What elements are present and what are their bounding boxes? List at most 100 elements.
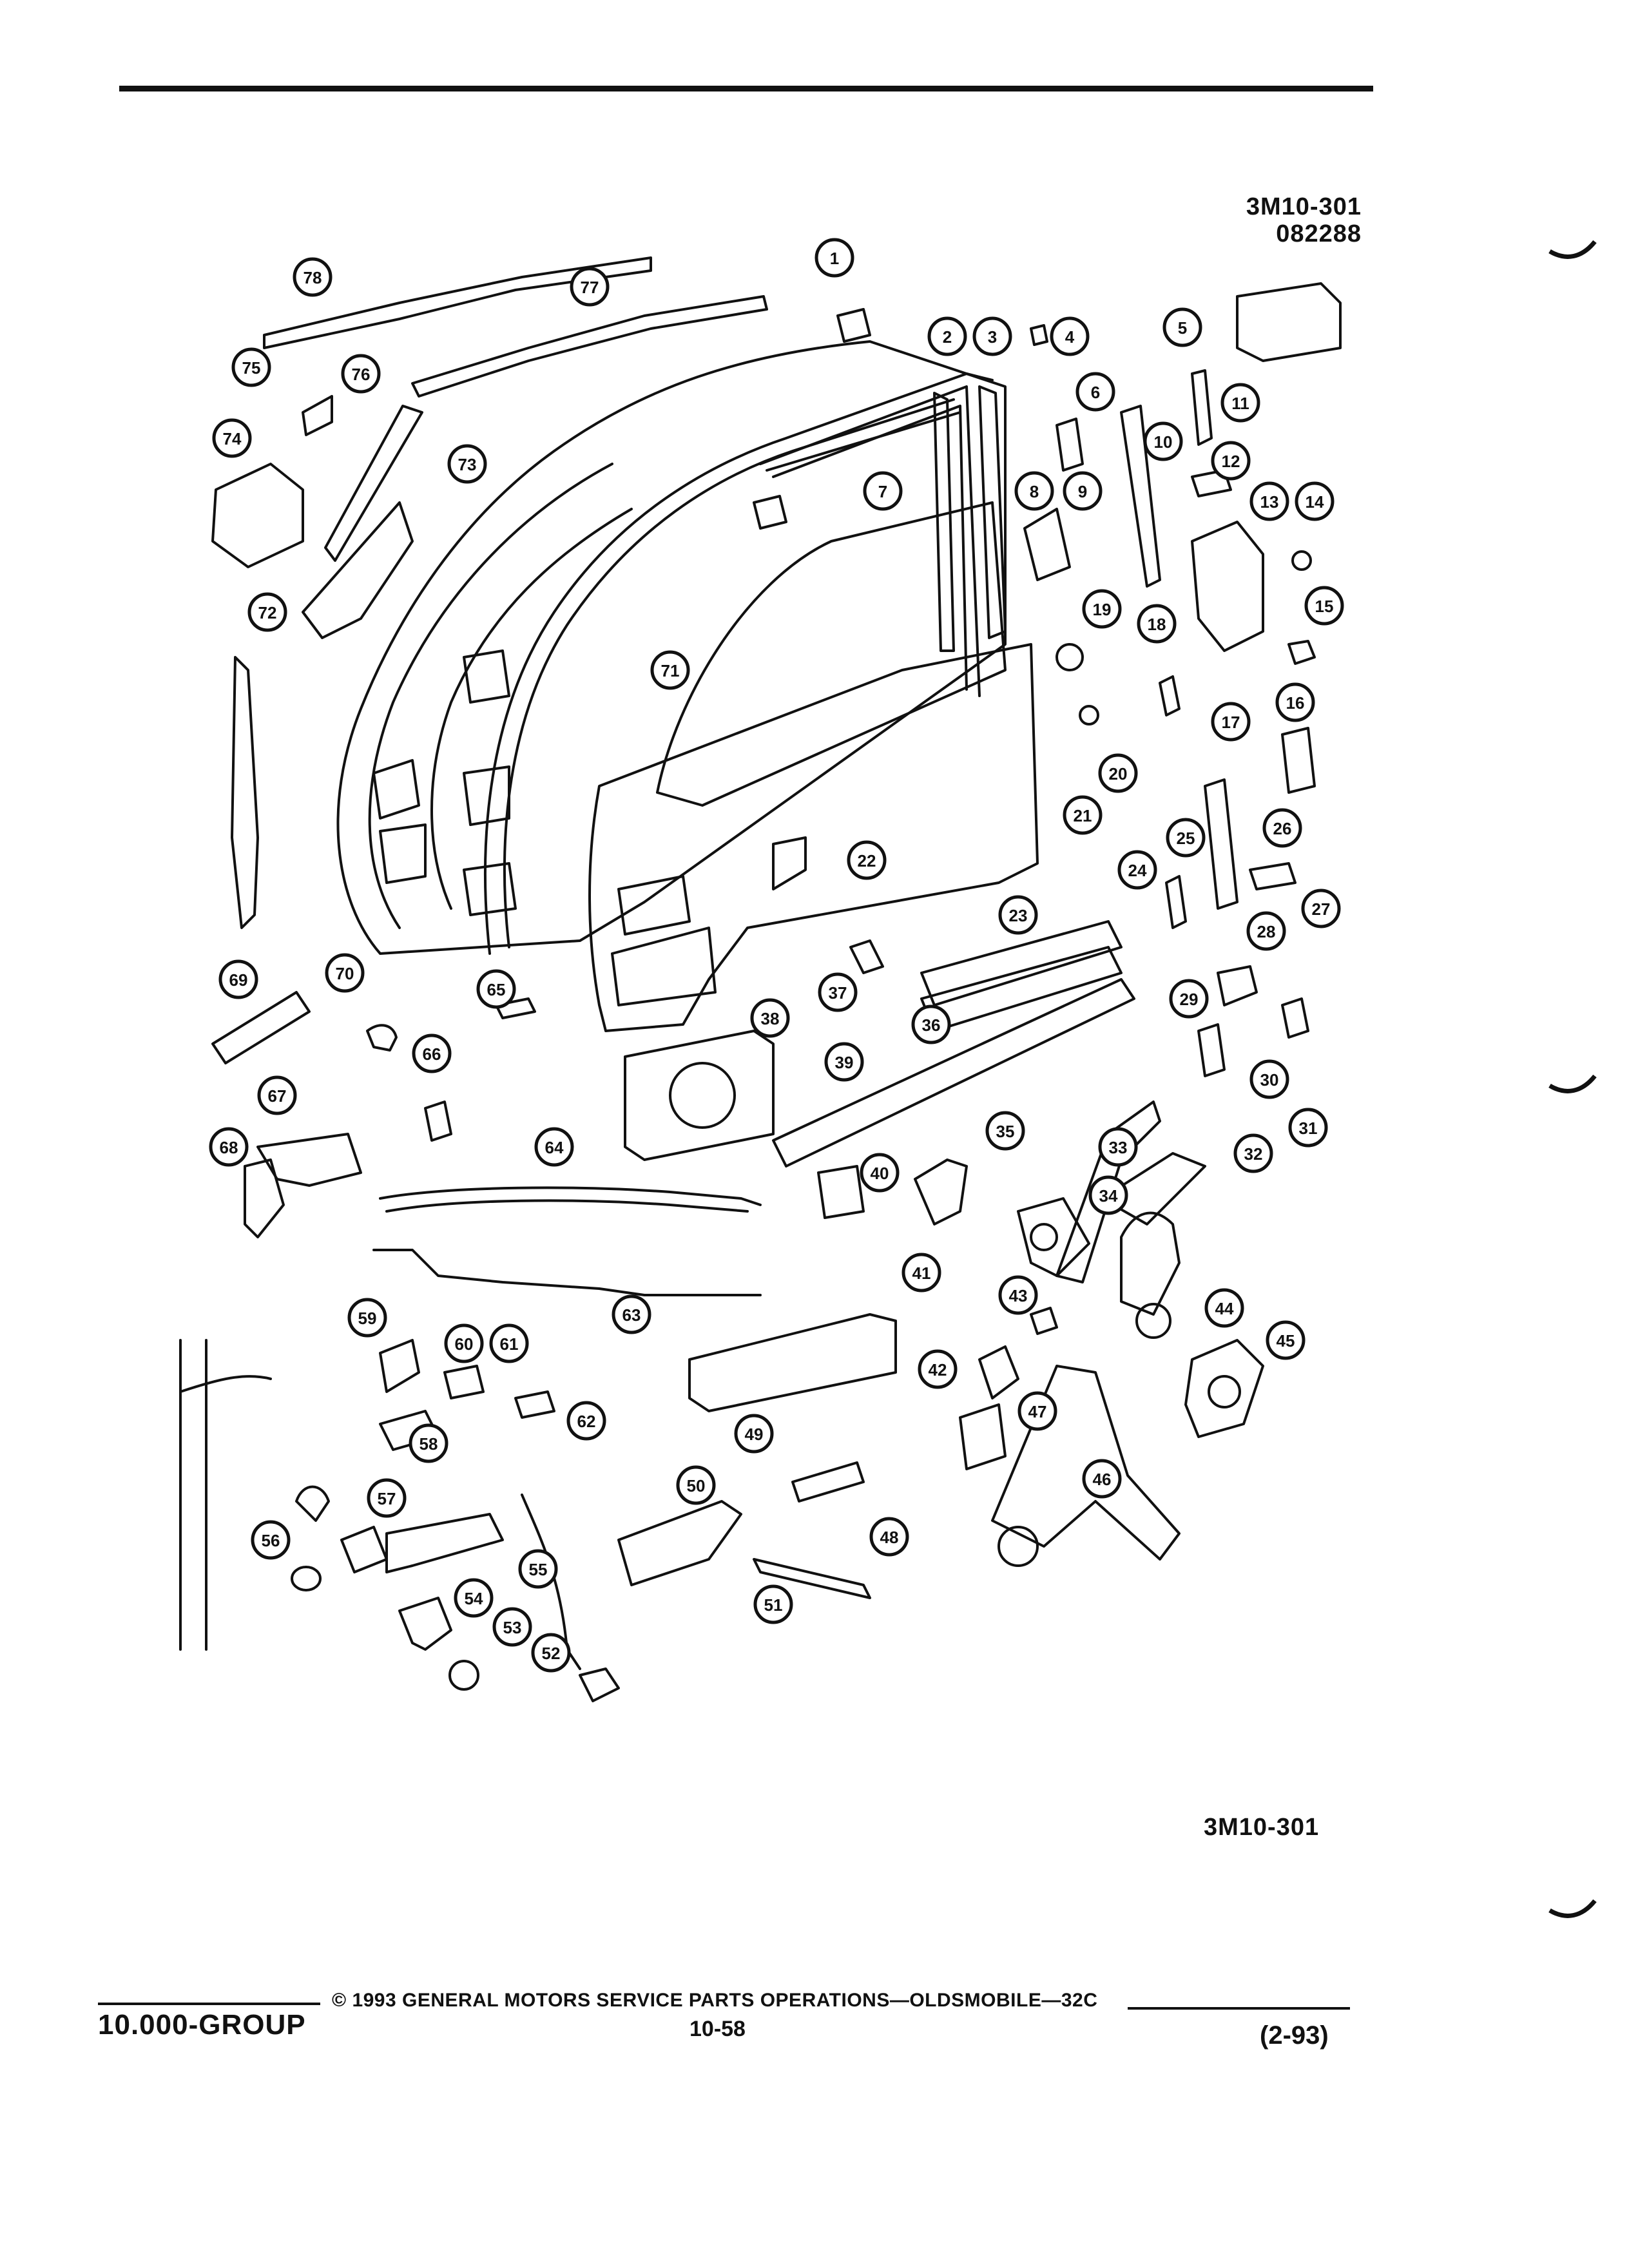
footer-page-number: 10-58 (689, 2017, 746, 2041)
callout-number: 35 (996, 1122, 1015, 1141)
callout-number: 78 (304, 268, 322, 287)
callout-circle (1266, 1320, 1306, 1360)
callout-number: 8 (1030, 482, 1039, 501)
callout-number: 40 (871, 1164, 889, 1183)
callout-number: 41 (912, 1264, 931, 1283)
footer-revision: (2-93) (1260, 2021, 1329, 2050)
callout-circle (293, 257, 333, 297)
callout-circle (1143, 421, 1183, 461)
callout-circle (454, 1578, 494, 1618)
callout-number: 66 (423, 1044, 441, 1064)
callout-24: 24 (1117, 850, 1157, 890)
callout-circle (218, 959, 258, 999)
callout-number: 50 (687, 1476, 706, 1495)
callout-14: 14 (1295, 481, 1335, 521)
callout-number: 32 (1244, 1144, 1263, 1164)
callout-circle (1063, 471, 1103, 511)
callout-72: 72 (247, 592, 287, 632)
callout-number: 47 (1028, 1402, 1047, 1421)
right-upper-parts (753, 282, 1342, 794)
callout-circle (409, 1423, 448, 1463)
callout-63: 63 (612, 1294, 651, 1334)
callout-16: 16 (1275, 682, 1315, 722)
callout-number: 73 (458, 455, 477, 474)
callout-number: 19 (1093, 600, 1112, 619)
callout-circle (518, 1549, 558, 1589)
callout-circle (1082, 589, 1122, 629)
callout-30: 30 (1249, 1059, 1289, 1099)
callout-number: 77 (581, 278, 599, 297)
callout-54: 54 (454, 1578, 494, 1618)
callout-27: 27 (1301, 889, 1341, 928)
left-lower-parts (211, 991, 762, 1296)
callout-20: 20 (1098, 753, 1138, 793)
callout-12: 12 (1211, 441, 1251, 481)
callout-circle (824, 1042, 864, 1082)
callout-number: 69 (229, 970, 248, 990)
callout-number: 76 (352, 365, 371, 384)
window-channels (484, 372, 1007, 955)
callout-number: 70 (336, 964, 354, 983)
footer-right-rule (1128, 2007, 1350, 2010)
callout-circle (1295, 481, 1335, 521)
callout-number: 68 (220, 1138, 238, 1157)
callout-circle (1211, 441, 1251, 481)
callout-25: 25 (1166, 818, 1206, 858)
callout-60: 60 (444, 1323, 484, 1363)
callout-68: 68 (209, 1127, 249, 1167)
callout-number: 55 (529, 1560, 548, 1579)
callout-6: 6 (1075, 372, 1115, 412)
binding-mark-1 (1548, 240, 1597, 259)
callout-number: 53 (503, 1618, 522, 1637)
callout-number: 60 (455, 1334, 474, 1354)
callout-circle (1117, 850, 1157, 890)
callout-22: 22 (847, 840, 887, 880)
callout-number: 75 (242, 358, 261, 378)
callout-circle (863, 471, 903, 511)
callout-number: 31 (1299, 1119, 1318, 1138)
callout-48: 48 (869, 1517, 909, 1557)
callout-49: 49 (734, 1414, 774, 1454)
illustration-date-code: 082288 (1276, 220, 1362, 247)
callout-4: 4 (1050, 316, 1090, 356)
callout-circle (212, 418, 252, 458)
callout-circle (927, 316, 967, 356)
callout-circle (1275, 682, 1315, 722)
callout-circle (650, 650, 690, 690)
callout-number: 51 (764, 1595, 783, 1615)
callout-circle (918, 1349, 958, 1389)
callout-58: 58 (409, 1423, 448, 1463)
callout-number: 65 (487, 980, 506, 999)
callout-number: 13 (1260, 492, 1279, 512)
callout-78: 78 (293, 257, 333, 297)
callout-number: 15 (1315, 597, 1334, 616)
callout-number: 33 (1109, 1138, 1128, 1157)
callout-circle (367, 1478, 407, 1518)
callout-number: 16 (1286, 693, 1305, 713)
callout-number: 49 (745, 1425, 764, 1444)
callout-circle (1050, 316, 1090, 356)
callout-7: 7 (863, 471, 903, 511)
callout-28: 28 (1246, 911, 1286, 951)
callout-38: 38 (750, 998, 790, 1038)
callout-44: 44 (1204, 1288, 1244, 1328)
callout-circle (985, 1111, 1025, 1151)
callout-circle (247, 592, 287, 632)
callout-57: 57 (367, 1478, 407, 1518)
callout-number: 56 (262, 1531, 280, 1550)
callout-number: 11 (1231, 394, 1249, 413)
callout-number: 67 (268, 1086, 287, 1106)
callout-circle (531, 1633, 571, 1673)
callout-circle (1304, 586, 1344, 626)
callout-circle (1301, 889, 1341, 928)
callout-46: 46 (1082, 1459, 1122, 1499)
callout-number: 38 (761, 1009, 780, 1028)
callout-number: 37 (829, 983, 847, 1003)
callout-number: 7 (878, 482, 887, 501)
callout-75: 75 (231, 347, 271, 387)
callout-circle (911, 1004, 951, 1044)
callout-circle (570, 267, 610, 307)
callout-number: 57 (378, 1489, 396, 1508)
callout-circle (1220, 383, 1260, 423)
